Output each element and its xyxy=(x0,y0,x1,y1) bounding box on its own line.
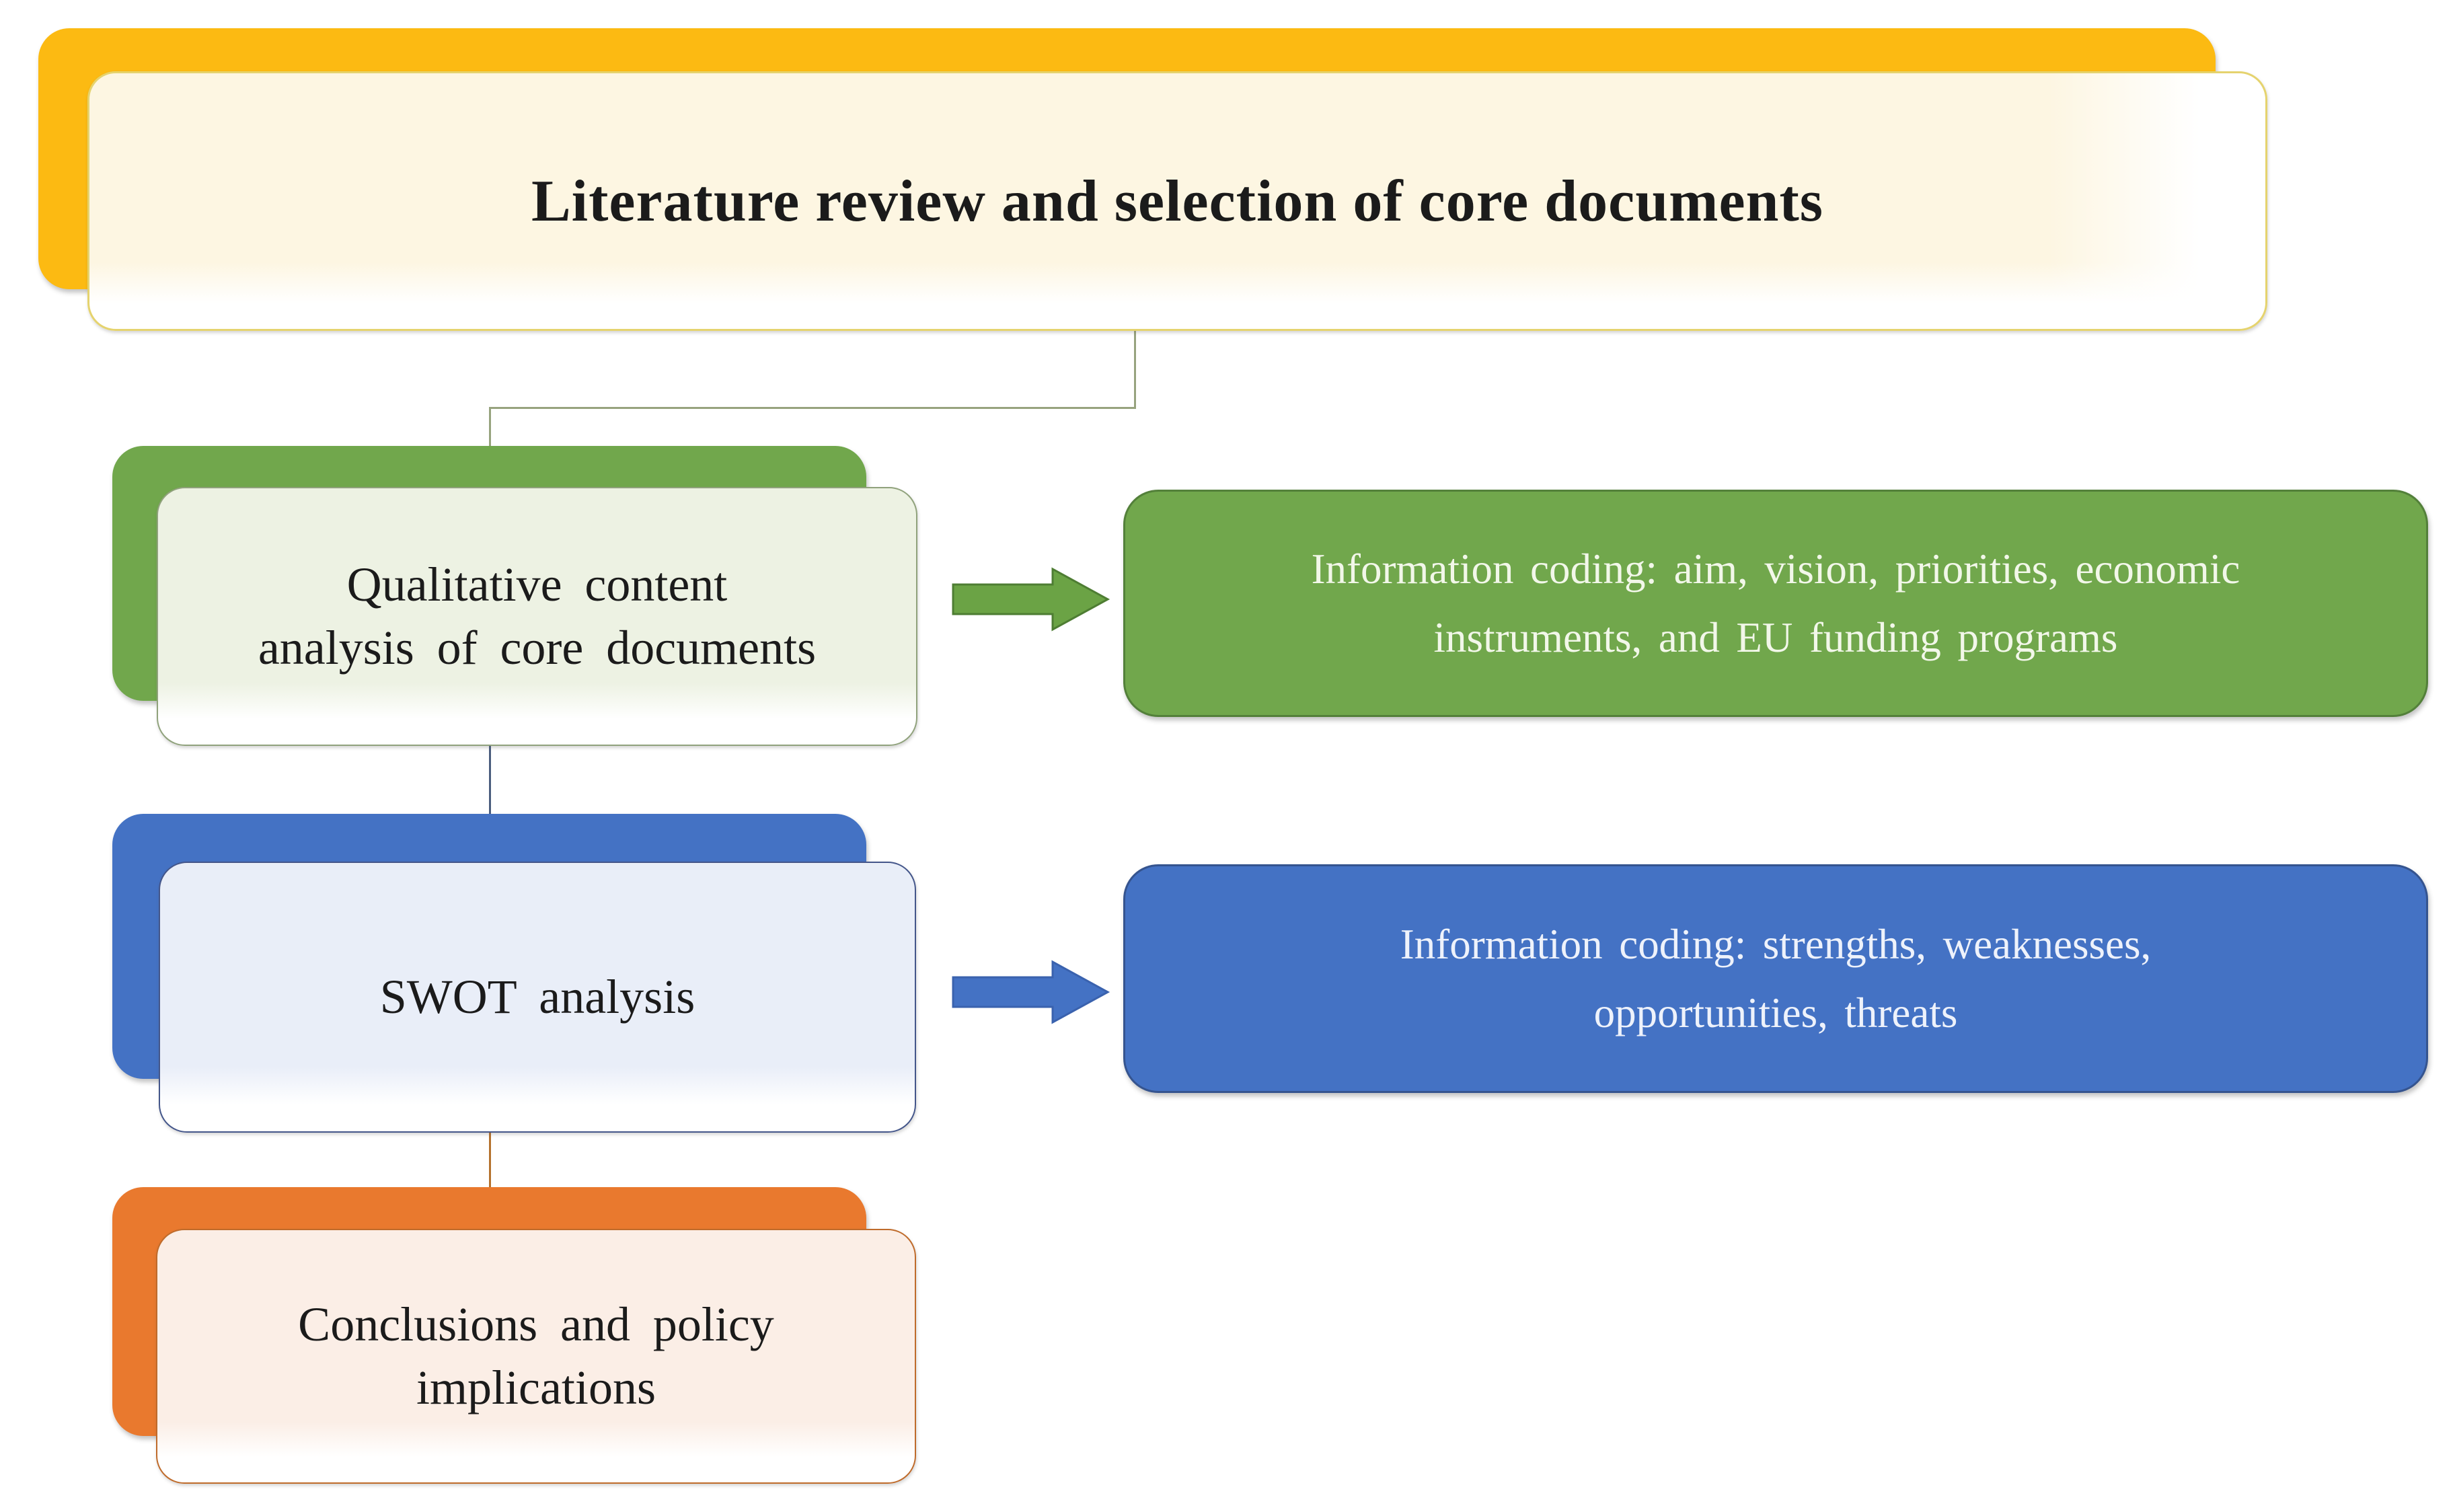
coding-box-swot-items-label: Information coding: strengths, weaknesse… xyxy=(1400,920,2152,1036)
flow-box-conclusions-label: Conclusions and policy implications xyxy=(298,1297,774,1414)
coding-box-content-analysis: Information coding: aim, vision, priorit… xyxy=(1123,490,2428,717)
coding-box-swot-items: Information coding: strengths, weaknesse… xyxy=(1123,864,2428,1093)
connector-title-horizontal xyxy=(489,407,1136,409)
connector-swot-to-conclusions xyxy=(489,1129,491,1189)
connector-title-to-qualitative xyxy=(489,407,491,449)
title-box: Literature review and selection of core … xyxy=(87,71,2267,331)
connector-title-down xyxy=(1134,327,1136,409)
flow-box-qualitative: Qualitative content analysis of core doc… xyxy=(157,487,917,746)
flow-box-swot: SWOT analysis xyxy=(159,862,916,1133)
flow-box-swot-label: SWOT analysis xyxy=(379,969,695,1024)
flow-box-conclusions: Conclusions and policy implications xyxy=(156,1229,916,1484)
connector-qualitative-to-swot xyxy=(489,742,491,816)
arrow-right-blue-icon xyxy=(952,960,1110,1024)
coding-box-content-analysis-label: Information coding: aim, vision, priorit… xyxy=(1311,545,2240,661)
arrow-right-green-icon xyxy=(952,567,1110,632)
flow-box-qualitative-label: Qualitative content analysis of core doc… xyxy=(258,557,817,675)
title-box-label: Literature review and selection of core … xyxy=(531,168,1824,234)
